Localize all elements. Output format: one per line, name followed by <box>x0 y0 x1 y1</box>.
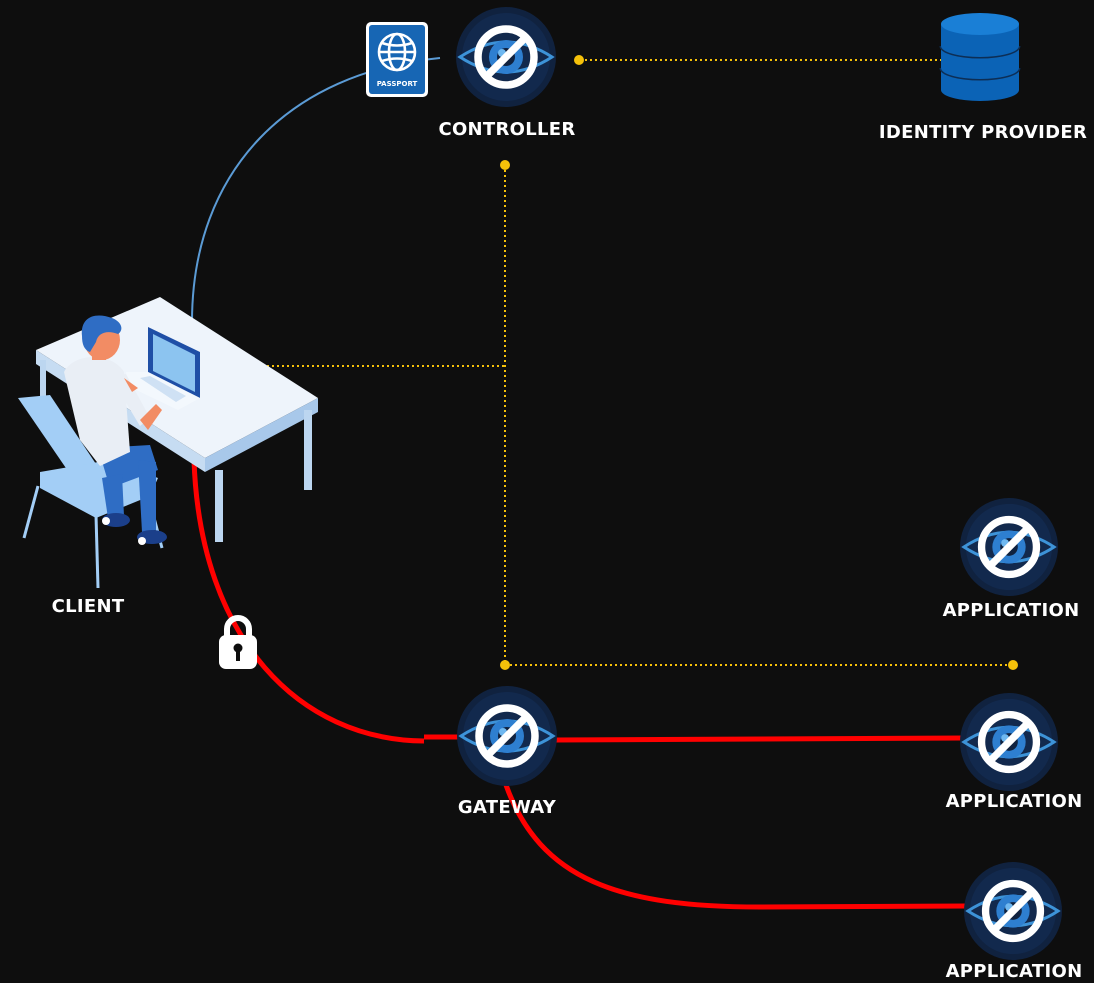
gateway-label: GATEWAY <box>457 797 557 818</box>
database-icon <box>939 13 1021 101</box>
application-node-icon-3 <box>964 862 1062 960</box>
control-link-dots <box>500 55 1018 670</box>
data-link-gateway-app3 <box>503 784 969 910</box>
globe-icon <box>377 32 417 72</box>
data-link-client-gateway <box>191 459 425 744</box>
control-links <box>262 59 1013 666</box>
passport-badge: PASSPORT <box>366 22 428 97</box>
application-node-icon-2 <box>960 693 1058 791</box>
controller-node-icon <box>456 7 556 107</box>
client-label: CLIENT <box>51 596 125 617</box>
gateway-node-icon <box>457 686 557 786</box>
controller-label: CONTROLLER <box>438 119 576 140</box>
lock-icon <box>219 615 257 669</box>
data-link-gateway-app2 <box>554 735 966 743</box>
application-node-icon-1 <box>960 498 1058 596</box>
application-label-1: APPLICATION <box>942 600 1080 621</box>
passport-text: PASSPORT <box>377 80 418 88</box>
data-links <box>191 459 969 910</box>
identity-provider-label: IDENTITY PROVIDER <box>878 122 1088 143</box>
application-label-3: APPLICATION <box>945 961 1083 982</box>
application-label-2: APPLICATION <box>945 791 1083 812</box>
client-illustration <box>18 297 318 589</box>
auth-link-client-controller <box>191 57 441 323</box>
